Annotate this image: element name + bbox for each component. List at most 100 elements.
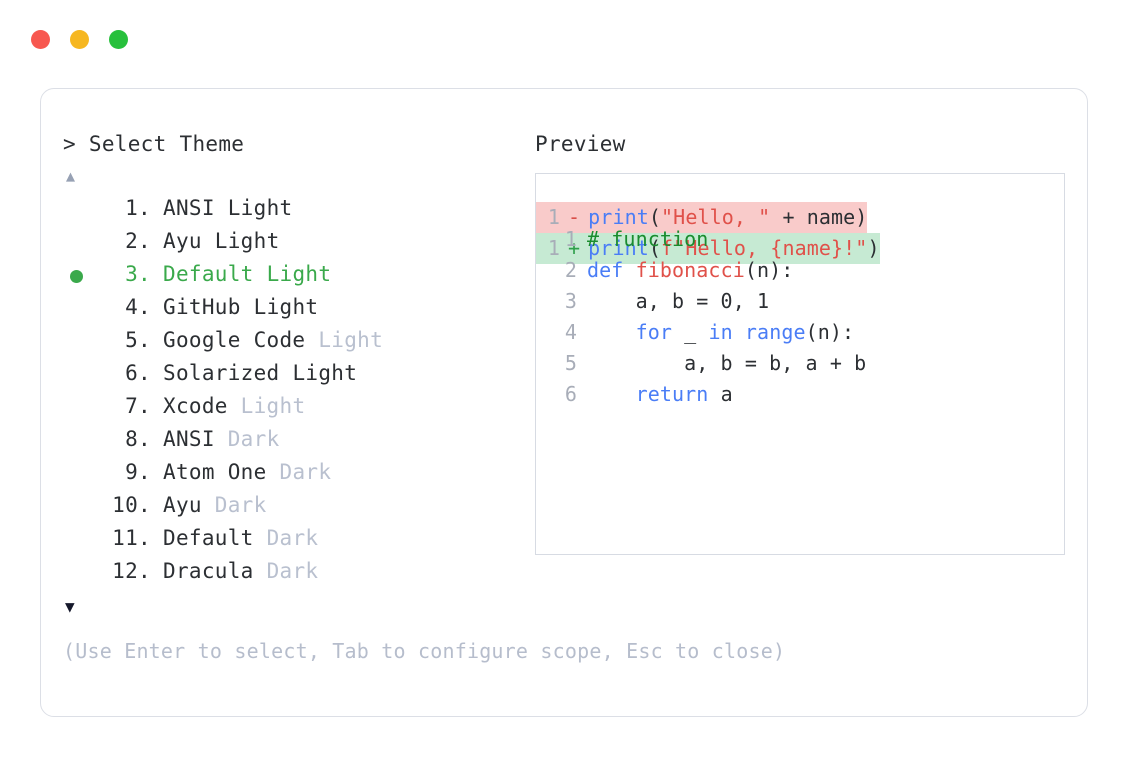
diff-token-plain: + name) [770,205,868,229]
theme-item-space [280,357,293,390]
prompt-spacer [76,132,89,156]
code-line-source: a, b = b, a + b [587,348,866,379]
theme-item-space [241,291,254,324]
theme-item-name: Default [163,262,254,286]
theme-item-space [254,258,267,291]
theme-item-variant: Light [227,196,293,220]
diff-line-number: 1 [547,236,560,260]
diff-line-added: 1 + print(f"Hello, {name}!") [536,233,880,264]
theme-list-item[interactable]: 10. Ayu Dark [63,489,533,522]
theme-item-name: GitHub [163,295,241,319]
theme-item-space [215,192,228,225]
theme-item-variant: Dark [214,493,267,517]
theme-item-variant: Light [292,361,358,385]
prompt-caret-icon: > [63,132,76,156]
diff-token-plain: ( [648,236,662,260]
theme-item-name: Ayu [163,493,202,517]
line-number: 6 [564,382,577,406]
theme-list-item[interactable]: 7.Xcode Light [63,390,533,423]
code-token-keyword: def [587,258,636,282]
theme-selector-card: > Select Theme ▲ 1.ANSI Light 2. Ayu Light… [40,88,1088,717]
theme-item-variant: Light [214,229,280,253]
code-line: 4 for _ in range(n): [553,317,1058,348]
theme-item-name: ANSI [163,427,215,451]
theme-item-index: 11. [112,526,151,550]
theme-list-item[interactable]: 5.Google Code Light [63,324,533,357]
scroll-down-icon[interactable]: ▼ [65,597,75,616]
line-number: 3 [564,289,577,313]
theme-list-item[interactable]: 12. Dracula Dark [63,555,533,588]
theme-item-variant: Light [240,394,306,418]
theme-list-item[interactable]: 6. Solarized Light [63,357,533,390]
code-token-keyword: return [635,382,709,406]
theme-item-name: Solarized [163,361,280,385]
theme-selector-panel: > Select Theme ▲ 1.ANSI Light 2. Ayu Light… [63,129,533,617]
maximize-window-button[interactable] [109,30,128,49]
theme-list-item[interactable]: 9.Atom One Dark [63,456,533,489]
code-token-builtin: range [744,320,806,344]
minimize-window-button[interactable] [70,30,89,49]
theme-item-index: 3. [125,262,151,286]
code-token-keyword: in [708,320,733,344]
keyboard-hint: (Use Enter to select, Tab to configure s… [63,639,786,663]
theme-item-variant: Light [266,262,332,286]
theme-list-item[interactable]: 8. ANSI Dark [63,423,533,456]
theme-list-item[interactable]: 3. Default Light [63,258,533,291]
code-token-keyword: for [635,320,673,344]
code-token-plain [587,382,636,406]
theme-item-variant: Dark [227,427,280,451]
code-token-plain [587,320,636,344]
diff-token-builtin: print [588,205,649,229]
theme-list-item[interactable]: 2. Ayu Light [63,225,533,258]
window-controls [31,30,128,49]
theme-item-name: Google Code [163,328,306,352]
theme-item-index: 6. [125,361,151,385]
close-window-button[interactable] [31,30,50,49]
code-line: 5 a, b = b, a + b [553,348,1058,379]
theme-item-name: Ayu [163,229,202,253]
diff-line-source: print(f"Hello, {name}!") [588,233,879,264]
scroll-up-icon[interactable]: ▲ [66,167,76,185]
code-token-fn: fibonacci [635,258,745,282]
diff-token-builtin: print [588,236,649,260]
theme-list: 1.ANSI Light 2. Ayu Light 3. Default Light 4.… [63,192,533,588]
diff-sign: + [568,236,581,260]
theme-item-index: 10. [112,493,151,517]
theme-item-index: 12. [112,559,151,583]
theme-item-index: 2. [125,229,151,253]
code-token-plain: (n): [805,320,855,344]
theme-item-variant: Dark [266,559,319,583]
theme-item-space [305,324,318,357]
line-number: 4 [564,320,577,344]
diff-token-str: "Hello, " [661,205,771,229]
code-token-plain [733,320,745,344]
theme-item-name: Dracula [163,559,254,583]
theme-list-item[interactable]: 1.ANSI Light [63,192,533,225]
code-line-source: def fibonacci(n): [587,255,793,286]
code-token-comment: # function [587,227,709,251]
theme-item-space [267,456,280,489]
theme-item-index: 7. [125,394,151,418]
diff-token-str: f"Hello, {name}!" [661,236,868,260]
card-body: > Select Theme ▲ 1.ANSI Light 2. Ayu Light… [41,89,1087,716]
code-token-plain: (n): [744,258,794,282]
page-title: Select Theme [88,132,245,156]
code-token-plain: a, b = 0, 1 [587,289,770,313]
theme-item-index: 8. [125,427,151,451]
theme-item-name: ANSI [163,196,215,220]
code-token-plain: a [708,382,733,406]
theme-item-space [202,225,215,258]
theme-list-item[interactable]: 11.Default Dark [63,522,533,555]
prompt-line: > Select Theme [63,129,533,159]
code-line-source: for _ in range(n): [587,317,855,348]
diff-token-plain: ) [867,236,880,260]
theme-item-variant: Dark [266,526,319,550]
theme-item-variant: Dark [279,460,332,484]
theme-list-item[interactable]: 4.GitHub Light [63,291,533,324]
code-line: 3 a, b = 0, 1 [553,286,1058,317]
code-token-plain: a, b = b, a + b [587,351,867,375]
